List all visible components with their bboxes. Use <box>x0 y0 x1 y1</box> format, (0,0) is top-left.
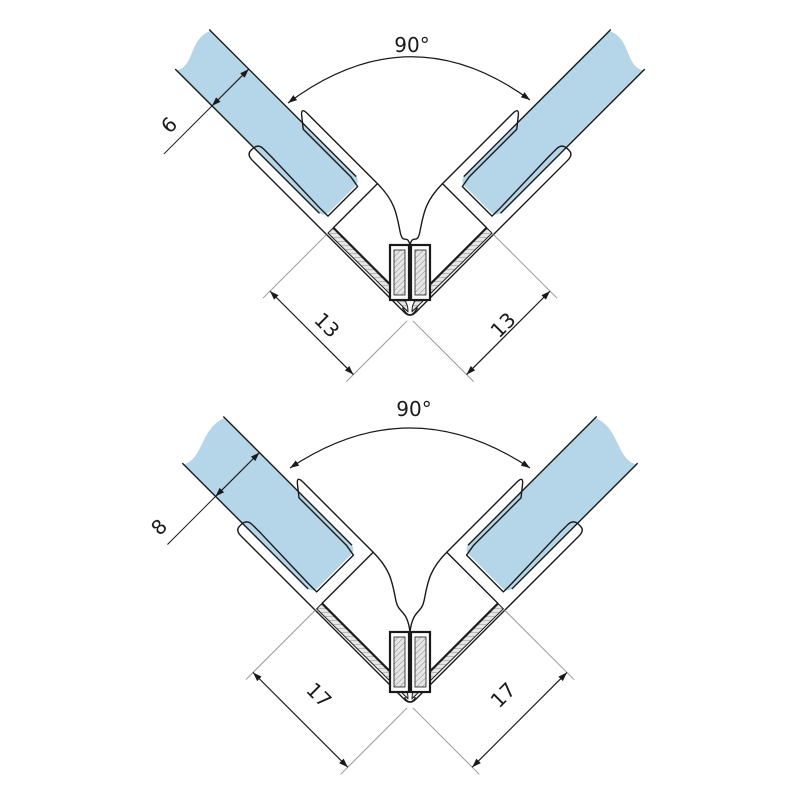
angle-arc <box>287 56 531 104</box>
left-half <box>167 416 416 775</box>
thickness-leader <box>167 496 216 545</box>
right-glass-edge <box>467 416 598 546</box>
right-depth-label: 13 <box>486 308 521 343</box>
right-flex-fin <box>409 551 448 633</box>
left-magnet <box>393 249 406 296</box>
thickness-dimension <box>211 68 250 107</box>
left-glass-panel <box>176 30 358 215</box>
right-glass-panel <box>466 417 637 591</box>
left-magnet <box>393 636 406 688</box>
right-extension-line <box>412 320 474 382</box>
right-half <box>401 29 646 382</box>
right-depth-dimension <box>471 672 568 768</box>
left-depth-dimension <box>269 290 354 375</box>
left-extension-line <box>245 609 316 680</box>
right-magnet <box>414 636 427 688</box>
left-glass-edge <box>222 416 353 546</box>
left-glass-edge <box>208 29 357 178</box>
left-profile <box>237 478 408 700</box>
left-glass-edge <box>174 68 320 214</box>
left-profile <box>248 110 408 313</box>
right-half <box>404 416 639 775</box>
left-depth-dimension <box>252 672 349 768</box>
left-extension-line <box>340 707 408 775</box>
right-flex-fin <box>409 183 444 246</box>
left-depth-label: 17 <box>301 678 336 713</box>
right-depth-dimension <box>466 290 551 375</box>
right-depth-label: 17 <box>486 678 521 713</box>
right-glass-edge <box>511 462 639 590</box>
thickness-leader <box>163 105 213 155</box>
angle-arc <box>289 427 531 469</box>
left-glass-panel <box>183 417 354 591</box>
left-half <box>163 29 419 382</box>
left-flex-fin <box>376 183 411 246</box>
right-profile-tip <box>401 307 417 316</box>
left-extension-line <box>262 234 327 299</box>
right-profile <box>412 478 583 700</box>
angle-label: 90° <box>396 397 431 421</box>
assembly-6mm <box>163 29 646 382</box>
right-profile <box>412 110 572 313</box>
right-extension-line <box>493 234 558 299</box>
right-profile-tip <box>404 697 417 703</box>
left-glass-edge <box>181 462 309 590</box>
right-glass-panel <box>462 30 644 215</box>
glass-thickness-label: 8 <box>146 514 172 540</box>
thickness-dimension <box>215 452 260 497</box>
right-magnet <box>414 249 427 296</box>
right-glass-edge <box>463 29 612 178</box>
left-depth-label: 13 <box>309 308 344 343</box>
right-extension-line <box>504 609 575 680</box>
right-glass-edge <box>500 68 646 214</box>
assembly-8mm <box>167 416 639 775</box>
glass-thickness-label: 6 <box>156 112 182 138</box>
right-extension-line <box>412 707 480 775</box>
left-extension-line <box>346 320 408 382</box>
left-flex-fin <box>372 551 411 633</box>
angle-label: 90° <box>394 33 429 57</box>
